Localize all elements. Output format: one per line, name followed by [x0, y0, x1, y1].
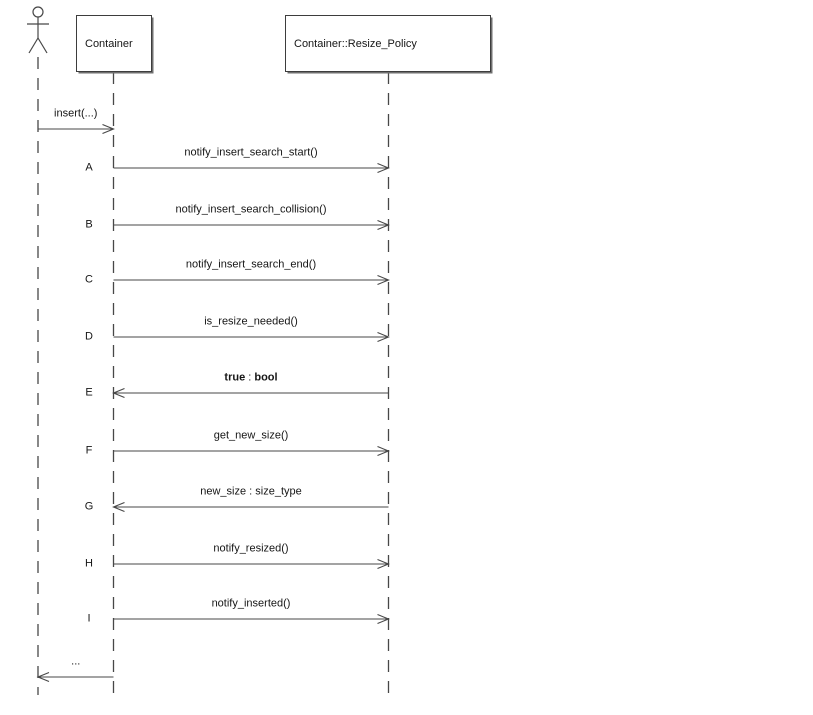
message-label: notify_inserted() — [211, 597, 291, 610]
message-arrowhead — [377, 162, 390, 174]
message-label: notify_resized() — [213, 542, 289, 555]
participant-box-container: Container — [76, 15, 152, 72]
message-arrowhead — [36, 671, 50, 683]
message-arrowhead — [377, 445, 390, 457]
message-letter-C: C — [85, 273, 93, 286]
message-label: get_new_size() — [213, 429, 289, 442]
message-label: insert(...) — [54, 107, 98, 120]
message-arrowhead — [377, 219, 390, 231]
participant-label: Container — [85, 37, 133, 50]
message-arrowhead — [112, 501, 125, 513]
message-arrowhead — [377, 331, 390, 343]
message-label-segment: bool — [254, 371, 278, 384]
message-label: ... — [71, 655, 81, 668]
actor-stick-figure-icon — [27, 6, 49, 54]
message-arrowhead — [377, 558, 390, 570]
message-letter-I: I — [87, 612, 91, 625]
message-arrowhead — [102, 123, 115, 135]
message-letter-F: F — [85, 444, 93, 457]
message-letter-H: H — [85, 557, 93, 570]
message-arrowhead — [112, 387, 125, 399]
message-letter-D: D — [85, 330, 93, 343]
message-label-segment: true — [224, 371, 246, 384]
message-label: new_size : size_type — [200, 485, 302, 498]
message-letter-G: G — [84, 500, 94, 513]
message-label: notify_insert_search_collision() — [175, 203, 327, 216]
message-letter-B: B — [85, 218, 93, 231]
message-arrowhead — [377, 613, 390, 625]
message-label: notify_insert_search_start() — [184, 146, 318, 159]
message-label: is_resize_needed() — [204, 315, 298, 328]
participant-label: Container::Resize_Policy — [294, 37, 417, 50]
message-label-segment: : — [245, 371, 255, 384]
message-arrowhead — [377, 274, 390, 286]
message-letter-E: E — [85, 386, 93, 399]
message-label: notify_insert_search_end() — [185, 258, 317, 271]
participant-box-resize-policy: Container::Resize_Policy — [285, 15, 491, 72]
message-label: true : bool — [224, 371, 278, 384]
message-letter-A: A — [85, 161, 93, 174]
